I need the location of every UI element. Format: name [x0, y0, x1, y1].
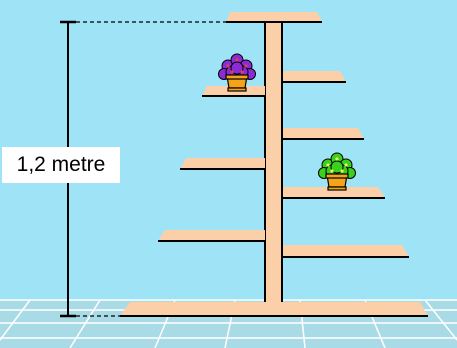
floor-tile-lines	[0, 299, 457, 348]
height-label: 1,2 metre	[2, 147, 120, 183]
shelf-left-3	[158, 230, 265, 242]
shelf-right-4	[283, 245, 409, 258]
purple-flower-pot-icon	[218, 53, 256, 92]
green-flower-pot-icon	[318, 152, 356, 191]
stand-post	[264, 21, 283, 317]
shelf-base	[120, 302, 428, 317]
shelf-right-2	[283, 128, 364, 140]
shelf-left-2	[180, 158, 265, 170]
shelf-right-3	[283, 187, 385, 199]
shelf-right-1	[283, 71, 346, 83]
shelf-top	[226, 12, 322, 23]
